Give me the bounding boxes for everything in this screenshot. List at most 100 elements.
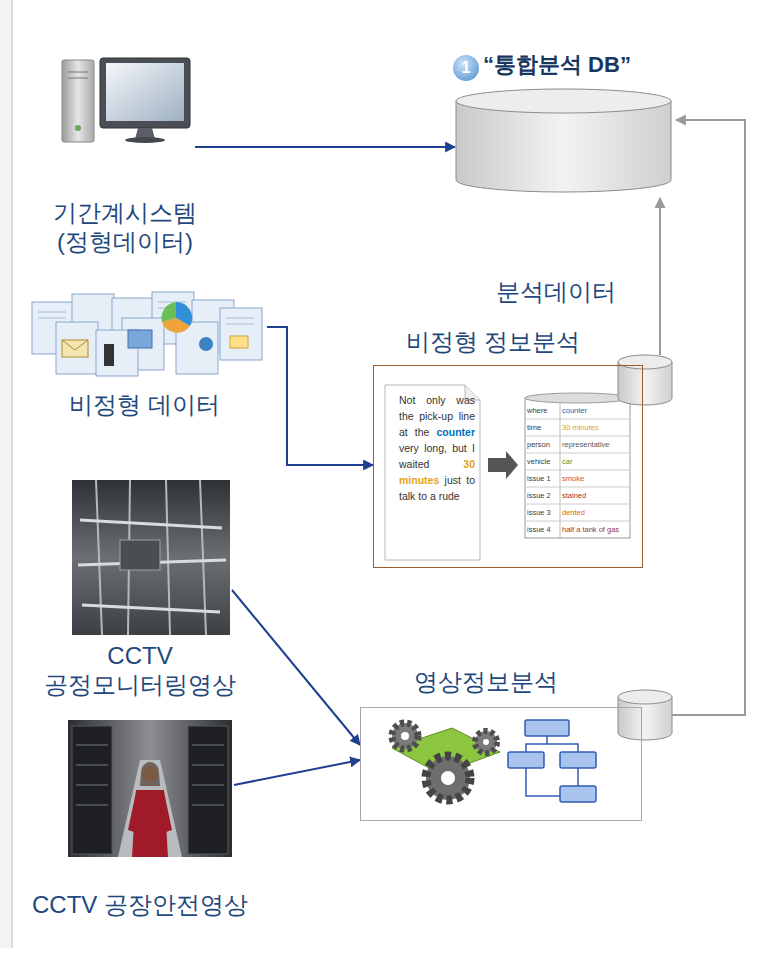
- documents-icon: [128, 330, 152, 348]
- computer-icon: [68, 72, 88, 73]
- callout-badge: [452, 54, 480, 82]
- computer-icon: [100, 58, 190, 128]
- side-panel: [11, 0, 13, 948]
- table-cell: issue 2: [527, 487, 559, 504]
- table-cell: issue 1: [527, 470, 559, 487]
- cctv-process-image: [72, 480, 230, 635]
- documents-icon: [38, 318, 66, 319]
- computer-icon: [75, 125, 81, 131]
- cctv-process-image: [120, 540, 160, 570]
- cylinder-top: [456, 89, 671, 113]
- cctv-process-image: [80, 520, 222, 528]
- cctv-safety-image: [68, 720, 232, 857]
- cctv-process-image: [166, 480, 170, 635]
- table-image: [525, 504, 630, 505]
- video-source-node: CCTV 공장안전영상: [20, 718, 260, 920]
- documents-icon: [56, 322, 98, 374]
- system-node: 기간계시스템 (정형데이터): [50, 55, 200, 257]
- table-image: [525, 393, 630, 403]
- computer-icon: [68, 78, 88, 79]
- side-panel: [0, 0, 12, 948]
- table-cell: smoke: [562, 470, 629, 487]
- documents-icon: [158, 302, 186, 303]
- gear-flow-icon: [577, 768, 579, 786]
- gear-flow-icon: [392, 720, 596, 802]
- table-image: [525, 470, 630, 471]
- gear-flow-icon: [483, 739, 489, 745]
- gear-flow-icon: [441, 771, 455, 785]
- cctv-safety-image: [158, 792, 172, 832]
- gear-flow-icon: [392, 723, 418, 749]
- computer-icon: [125, 137, 165, 143]
- gear-flow-icon: [508, 720, 596, 802]
- callout-badge: [452, 54, 480, 82]
- documents-icon: [161, 302, 176, 322]
- documents-icon: [226, 318, 254, 319]
- cctv-process-image: [82, 605, 220, 612]
- documents-icon: [32, 292, 262, 376]
- documents-icon: [38, 302, 254, 324]
- table-cell: issue 3: [527, 504, 559, 521]
- connector-arrow: [195, 146, 455, 148]
- document-text: counter: [436, 426, 475, 438]
- gear-flow-icon: [547, 744, 578, 752]
- gear-flow-icon: [526, 736, 547, 752]
- cctv-safety-image: [188, 726, 228, 854]
- computer-icon: [62, 58, 190, 143]
- edge-label: 분석데이터: [496, 278, 616, 307]
- process-arrow: [488, 451, 518, 479]
- box-border: [360, 707, 642, 821]
- table-cell: where: [527, 402, 559, 419]
- cctv-safety-image: [128, 792, 142, 832]
- cctv-safety-image: [192, 745, 224, 746]
- cylinder-body: [456, 101, 671, 192]
- cctv-safety-image: [76, 805, 108, 806]
- connector-arrow: [672, 120, 745, 715]
- table-cell: dented: [562, 504, 629, 521]
- text-document-image: [385, 385, 480, 560]
- documents-icon: [226, 324, 254, 325]
- table-cell: representative: [562, 436, 629, 453]
- cctv-safety-image: [72, 726, 112, 854]
- gear-flow-icon: [426, 756, 470, 800]
- table-image: [525, 436, 630, 437]
- gear-flow-icon: [560, 752, 596, 768]
- computer-icon: [62, 60, 94, 142]
- gear-flow-icon: [401, 732, 409, 740]
- gear-flow-icon: [525, 720, 569, 736]
- connector-arrow: [267, 327, 373, 465]
- table-cell: person: [527, 436, 559, 453]
- cctv-process-image: [72, 480, 230, 635]
- documents-icon: [62, 340, 88, 350]
- cctv-safety-image: [192, 765, 224, 766]
- database-cylinder: “통합분석 DB”: [455, 52, 672, 194]
- side-panel: [0, 0, 12, 948]
- table-cell: car: [562, 453, 629, 470]
- connector-arrow: [232, 590, 360, 745]
- database-cylinder: [618, 355, 672, 405]
- table-image: [525, 521, 630, 522]
- cctv-safety-image: [192, 805, 224, 806]
- database-cylinder: [618, 690, 672, 740]
- table-image: [525, 453, 630, 454]
- documents-icon: [230, 336, 248, 348]
- cctv-safety-image: [76, 765, 108, 766]
- gear-flow-icon: [560, 786, 596, 802]
- process-box: 영상정보분석: [360, 668, 642, 821]
- table-cell: stained: [562, 487, 629, 504]
- node-label: CCTV 공장안전영상: [20, 891, 260, 920]
- text-document-image: [385, 385, 480, 560]
- database-cylinder: [618, 690, 672, 704]
- cctv-safety-image: [192, 785, 224, 786]
- computer-icon: [106, 63, 184, 121]
- node-label: 영상정보분석: [360, 668, 612, 697]
- table-cell: 30 minutes: [562, 419, 629, 436]
- table-image: [525, 419, 630, 420]
- documents-icon: [62, 340, 88, 357]
- cctv-process-image: [78, 520, 226, 612]
- connector-arrow: [659, 198, 661, 355]
- cctv-safety-image: [76, 785, 108, 786]
- documents-icon: [38, 312, 66, 313]
- gear-flow-icon: [508, 752, 544, 768]
